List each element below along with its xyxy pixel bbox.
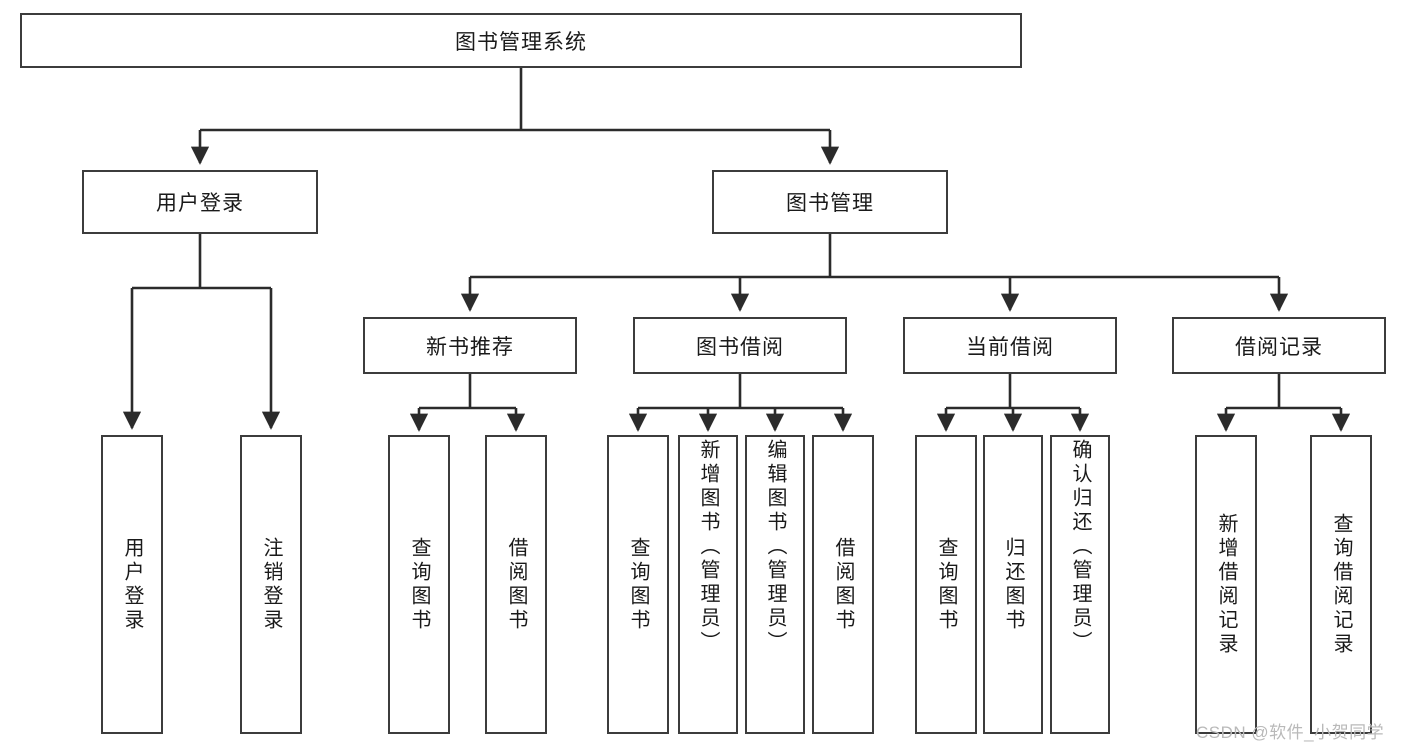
node-leaf-cur-return-book[interactable]: 归还图书 (983, 435, 1043, 734)
node-book-borrow[interactable]: 图书借阅 (633, 317, 847, 374)
node-leaf-bor-add-book-label: 新增图书（管理员） (697, 439, 719, 655)
node-leaf-bor-query-book-label: 查询图书 (627, 536, 649, 633)
node-leaf-cur-confirm-return-label: 确认归还（管理员） (1069, 439, 1091, 655)
node-new-book-recommend-label: 新书推荐 (426, 335, 514, 359)
node-leaf-bor-borrow-book[interactable]: 借阅图书 (812, 435, 874, 734)
node-leaf-cur-confirm-return[interactable]: 确认归还（管理员） (1050, 435, 1110, 734)
node-leaf-bor-edit-book-label: 编辑图书（管理员） (764, 439, 786, 655)
node-root-label: 图书管理系统 (455, 30, 587, 54)
node-leaf-rec-query-record-label: 查询借阅记录 (1330, 512, 1352, 657)
node-leaf-cur-query-book-label: 查询图书 (935, 536, 957, 633)
node-root[interactable]: 图书管理系统 (20, 13, 1022, 68)
node-book-management-label: 图书管理 (786, 192, 874, 215)
node-leaf-user-login-label: 用户登录 (121, 536, 143, 633)
node-leaf-rec-borrow-book[interactable]: 借阅图书 (485, 435, 547, 734)
node-current-borrow-label: 当前借阅 (966, 335, 1054, 359)
node-leaf-rec-borrow-book-label: 借阅图书 (505, 536, 527, 633)
node-leaf-bor-add-book[interactable]: 新增图书（管理员） (678, 435, 738, 734)
node-leaf-bor-borrow-book-label: 借阅图书 (832, 536, 854, 633)
node-borrow-record-label: 借阅记录 (1235, 335, 1323, 359)
node-user-login[interactable]: 用户登录 (82, 170, 318, 234)
node-leaf-bor-query-book[interactable]: 查询图书 (607, 435, 669, 734)
node-leaf-rec-query-record[interactable]: 查询借阅记录 (1310, 435, 1372, 734)
node-leaf-rec-add-record[interactable]: 新增借阅记录 (1195, 435, 1257, 734)
node-book-management[interactable]: 图书管理 (712, 170, 948, 234)
node-leaf-user-logout-label: 注销登录 (260, 536, 282, 633)
node-borrow-record[interactable]: 借阅记录 (1172, 317, 1386, 374)
node-user-login-label: 用户登录 (156, 192, 244, 215)
csdn-watermark: CSDN @软件_小贺同学 (1196, 723, 1385, 742)
node-book-borrow-label: 图书借阅 (696, 335, 784, 359)
node-leaf-bor-edit-book[interactable]: 编辑图书（管理员） (745, 435, 805, 734)
node-leaf-user-login[interactable]: 用户登录 (101, 435, 163, 734)
node-leaf-user-logout[interactable]: 注销登录 (240, 435, 302, 734)
node-new-book-recommend[interactable]: 新书推荐 (363, 317, 577, 374)
node-current-borrow[interactable]: 当前借阅 (903, 317, 1117, 374)
node-leaf-cur-query-book[interactable]: 查询图书 (915, 435, 977, 734)
node-leaf-rec-query-book[interactable]: 查询图书 (388, 435, 450, 734)
node-leaf-rec-add-record-label: 新增借阅记录 (1215, 512, 1237, 657)
node-leaf-cur-return-book-label: 归还图书 (1002, 536, 1024, 633)
node-leaf-rec-query-book-label: 查询图书 (408, 536, 430, 633)
